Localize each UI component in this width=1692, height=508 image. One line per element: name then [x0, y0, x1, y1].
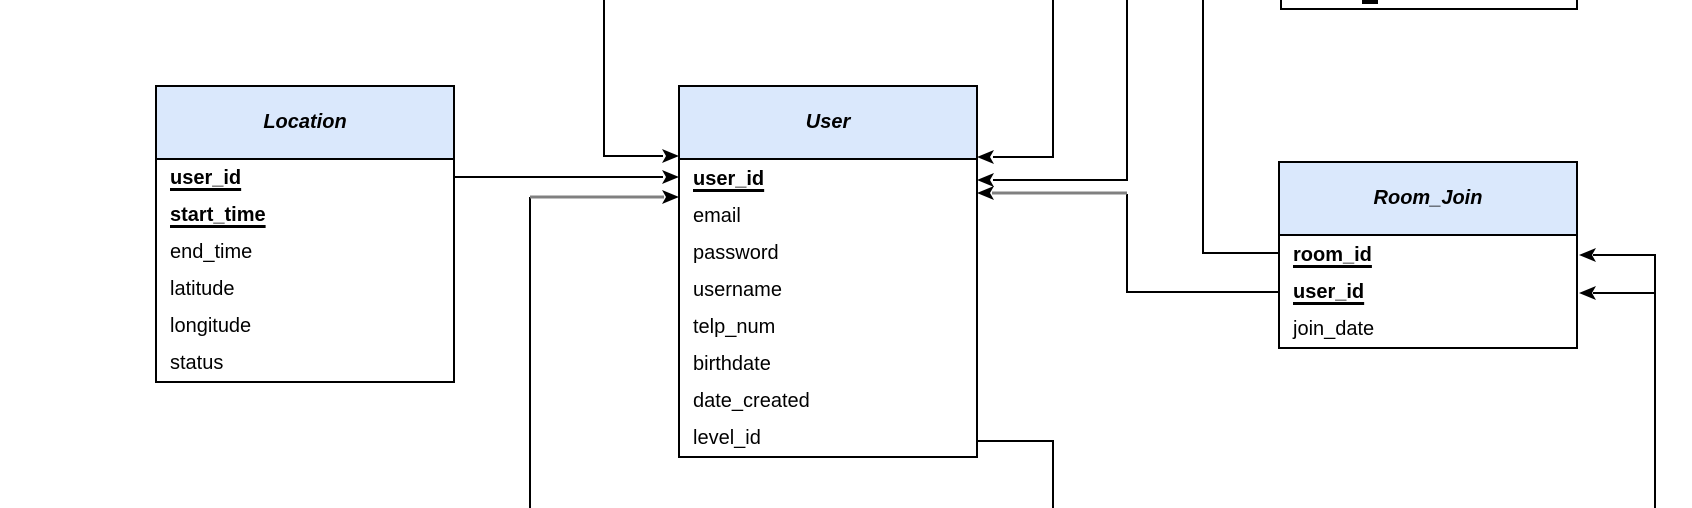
partial-table-top-right[interactable]: [1280, 0, 1578, 10]
table-title-room-join: Room_Join: [1280, 163, 1576, 236]
arrowhead-icon: [977, 186, 994, 200]
connector-room-join-user-id-to-user-user-id[interactable]: [977, 186, 1279, 293]
field-row-status: status: [170, 351, 224, 374]
field-list-room-join: room_id user_id join_date: [1280, 236, 1576, 347]
arrowhead-icon: [1579, 248, 1596, 262]
table-title-location: Location: [157, 87, 453, 160]
field-row-birthdate: birthdate: [693, 352, 771, 375]
connector-top-to-user-user-id-left-1[interactable]: [603, 0, 679, 163]
partial-field-underline: [1362, 0, 1378, 4]
entity-table-room-join[interactable]: Room_Join room_id user_id join_date: [1278, 161, 1578, 349]
field-row-telp_num: telp_num: [693, 315, 776, 338]
connector-segment: [1126, 194, 1279, 293]
connector-bottom-to-room-join-room-id-right[interactable]: [1579, 248, 1656, 508]
field-row-user_id: user_id: [693, 167, 765, 190]
connector-segment: [977, 440, 1054, 508]
field-row-user_id: user_id: [170, 167, 242, 190]
field-row-start_time: start_time: [170, 204, 266, 227]
connector-segment: [993, 0, 1128, 181]
field-list-location: user_id start_time end_time latitude longitu…: [157, 160, 453, 381]
arrowhead-icon: [1579, 286, 1596, 300]
field-row-username: username: [693, 278, 782, 301]
table-title-user: User: [680, 87, 976, 160]
field-row-level_id: level_id: [693, 426, 761, 449]
field-row-date_created: date_created: [693, 389, 810, 412]
arrowhead-icon: [662, 190, 679, 204]
arrowhead-icon: [662, 149, 679, 163]
connector-segment: [1593, 254, 1656, 508]
field-row-password: password: [693, 241, 779, 264]
field-row-latitude: latitude: [170, 277, 235, 300]
field-row-room_id: room_id: [1293, 243, 1372, 266]
field-row-end_time: end_time: [170, 241, 253, 264]
connector-bottom-to-user-user-id-left-gray[interactable]: [529, 190, 679, 508]
arrowhead-icon: [662, 170, 679, 184]
arrowhead-icon: [977, 173, 994, 187]
field-row-email: email: [693, 204, 741, 227]
connector-top-to-user-user-id-right-1[interactable]: [977, 0, 1054, 164]
field-row-join_date: join_date: [1293, 317, 1375, 340]
connector-segment: [603, 0, 663, 157]
connector-user-level-id-to-bottom[interactable]: [977, 440, 1054, 508]
arrowhead-icon: [977, 150, 994, 164]
connector-segment: [1202, 0, 1279, 254]
connector-location-to-user-user-id[interactable]: [453, 170, 679, 184]
connector-top-to-user-user-id-right-2[interactable]: [977, 0, 1128, 187]
connector-top-to-room-join-room-id[interactable]: [1202, 0, 1279, 254]
connector-segment: [993, 0, 1054, 158]
connector-bottom-to-room-join-user-id-right[interactable]: [1579, 286, 1655, 300]
field-row-user_id: user_id: [1293, 280, 1365, 303]
field-row-longitude: longitude: [170, 314, 252, 337]
